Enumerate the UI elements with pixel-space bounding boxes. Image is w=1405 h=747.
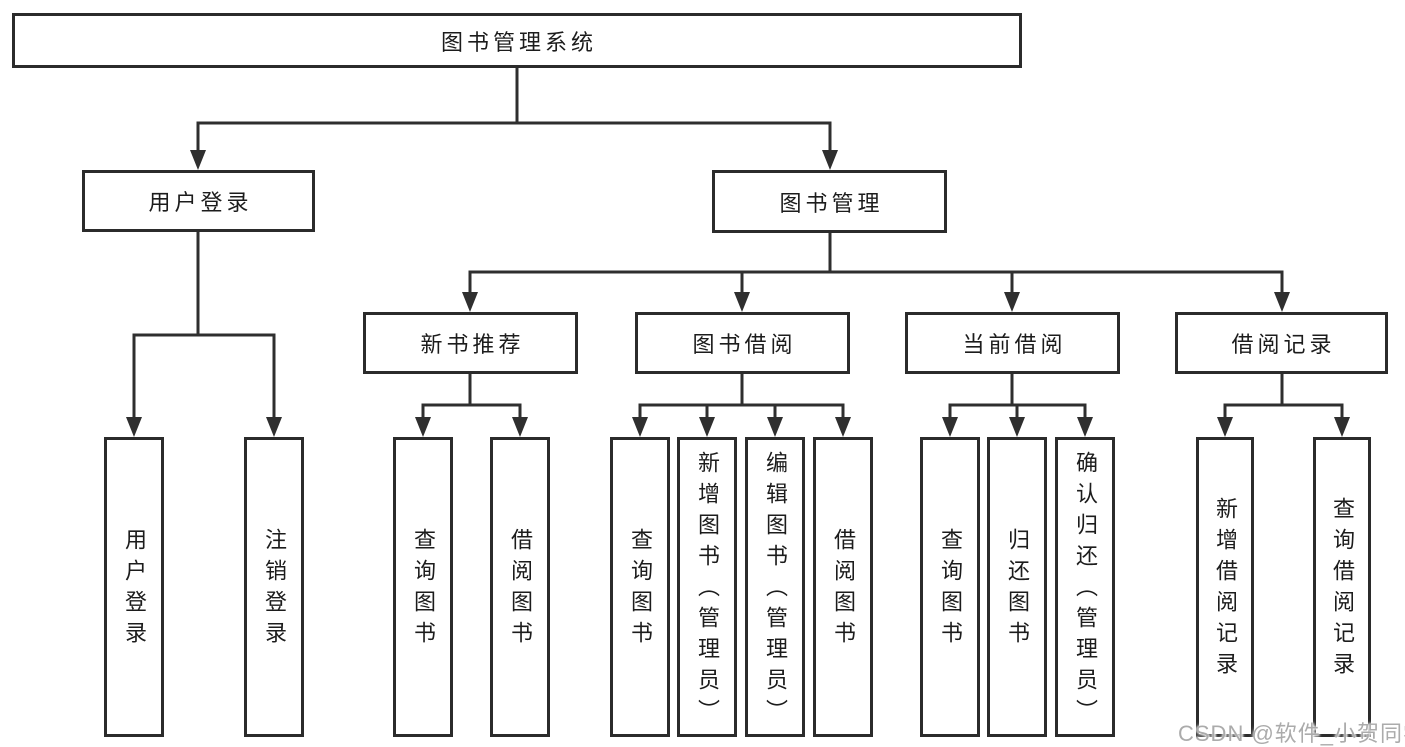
connector-root-to-level2 (190, 66, 838, 170)
leaf-query-books-2: 查询图书 (610, 437, 670, 737)
connector-new-book-rec-children (415, 372, 528, 437)
node-current-borrowing-label: 当前借阅 (962, 332, 1067, 357)
connector-current-borrow-children (942, 372, 1093, 437)
node-user-login: 用户登录 (82, 170, 315, 232)
csdn-watermark: CSDN @软件_小贺同学 (1178, 721, 1405, 746)
leaf-user-login: 用户登录 (104, 437, 164, 737)
leaf-add-book-admin-label: 新增图书（管理员） (695, 450, 720, 730)
leaf-confirm-return-admin-label: 确认归还（管理员） (1073, 450, 1098, 730)
node-user-login-label: 用户登录 (148, 190, 253, 215)
leaf-logout-label: 注销登录 (262, 528, 287, 652)
connector-user-login-children (126, 230, 282, 437)
leaf-return-books-label: 归还图书 (1005, 528, 1030, 652)
leaf-add-borrow-record: 新增借阅记录 (1196, 437, 1254, 737)
connector-book-mgmt-children (462, 231, 1290, 312)
leaf-user-login-label: 用户登录 (122, 528, 147, 652)
connector-borrow-records-children (1217, 372, 1350, 437)
leaf-logout: 注销登录 (244, 437, 304, 737)
connector-book-borrow-children (632, 372, 851, 437)
leaf-query-borrow-record: 查询借阅记录 (1313, 437, 1371, 737)
leaf-add-book-admin: 新增图书（管理员） (677, 437, 737, 737)
leaf-borrow-books-2-label: 借阅图书 (831, 528, 856, 652)
node-library-system: 图书管理系统 (12, 13, 1022, 68)
node-book-management-label: 图书管理 (779, 190, 884, 216)
node-book-management: 图书管理 (712, 170, 947, 233)
leaf-borrow-books-1-label: 借阅图书 (508, 528, 533, 652)
node-book-borrowing-label: 图书借阅 (692, 332, 797, 357)
leaf-query-books-3: 查询图书 (920, 437, 980, 737)
leaf-add-borrow-record-label: 新增借阅记录 (1213, 497, 1238, 683)
node-new-book-recommend: 新书推荐 (363, 312, 578, 374)
leaf-query-books-1: 查询图书 (393, 437, 453, 737)
node-new-book-recommend-label: 新书推荐 (420, 332, 525, 357)
leaf-query-books-3-label: 查询图书 (938, 528, 963, 652)
node-borrowing-records: 借阅记录 (1175, 312, 1388, 374)
leaf-edit-book-admin-label: 编辑图书（管理员） (763, 450, 788, 730)
leaf-query-books-1-label: 查询图书 (411, 528, 436, 652)
node-library-system-label: 图书管理系统 (440, 29, 597, 55)
leaf-borrow-books-1: 借阅图书 (490, 437, 550, 737)
leaf-return-books: 归还图书 (987, 437, 1047, 737)
leaf-confirm-return-admin: 确认归还（管理员） (1055, 437, 1115, 737)
leaf-borrow-books-2: 借阅图书 (813, 437, 873, 737)
node-current-borrowing: 当前借阅 (905, 312, 1120, 374)
node-book-borrowing: 图书借阅 (635, 312, 850, 374)
leaf-edit-book-admin: 编辑图书（管理员） (745, 437, 805, 737)
leaf-query-books-2-label: 查询图书 (628, 528, 653, 652)
leaf-query-borrow-record-label: 查询借阅记录 (1330, 497, 1355, 683)
node-borrowing-records-label: 借阅记录 (1231, 332, 1336, 357)
